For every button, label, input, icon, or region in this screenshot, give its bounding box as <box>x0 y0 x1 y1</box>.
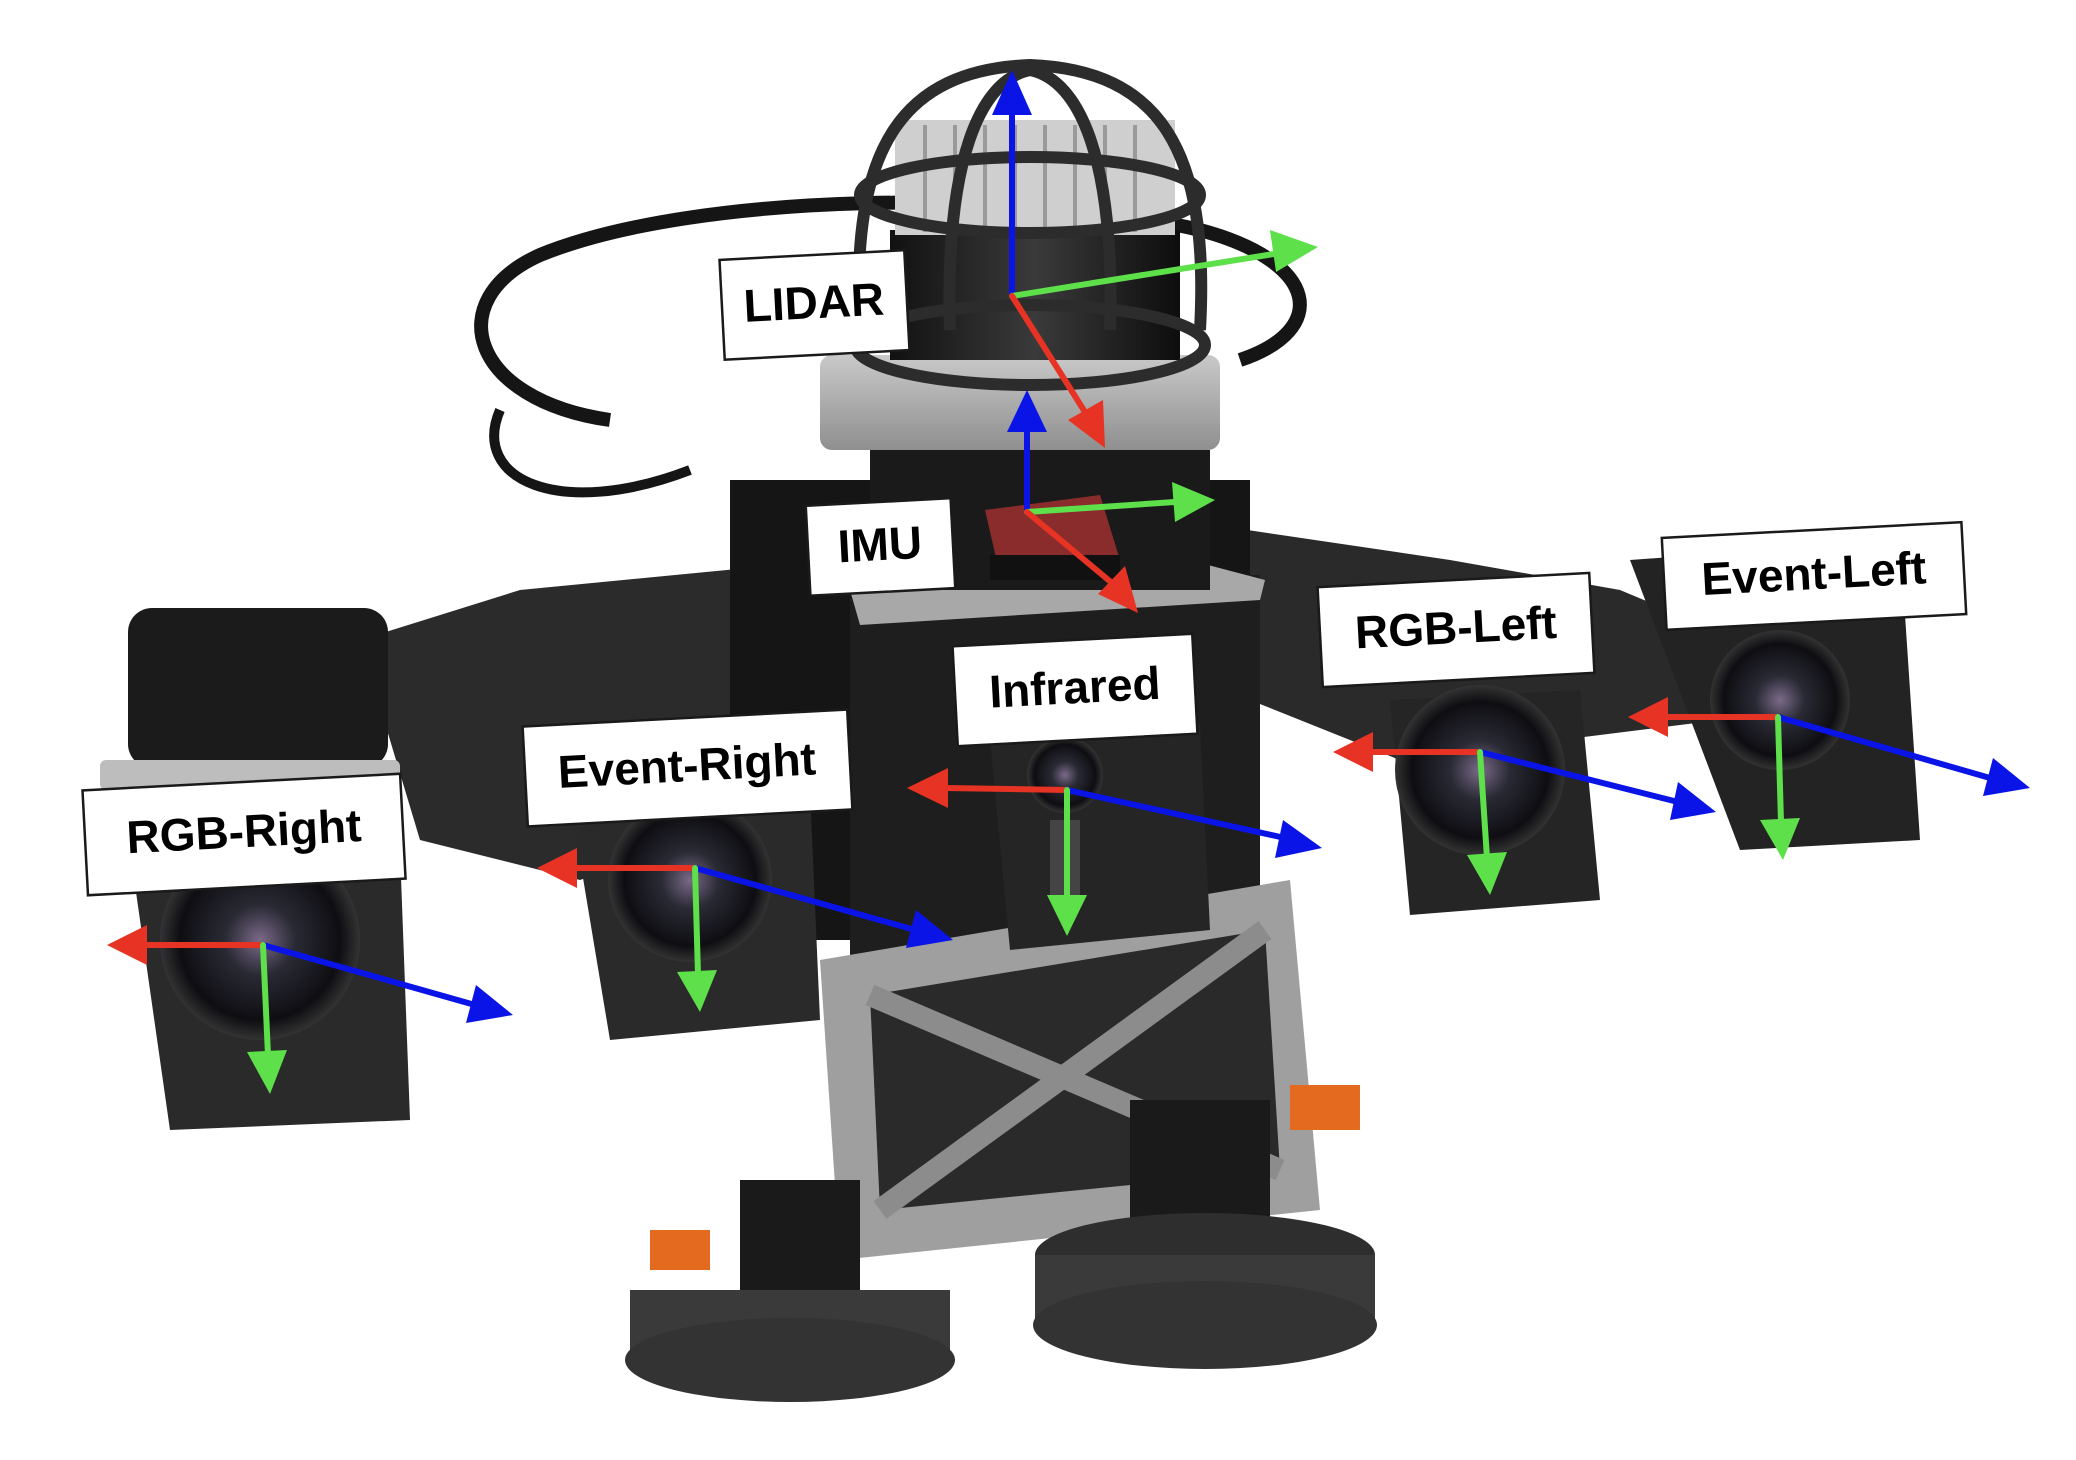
z-axis-arrowhead <box>992 70 1032 115</box>
label-event-left: Event-Left <box>1660 520 1968 632</box>
sensor-labels: LIDAR IMU Infrared RGB-Left Event-Left E… <box>81 248 1968 897</box>
label-infrared-text: Infrared <box>988 657 1162 718</box>
y-axis-arrow <box>692 865 701 978</box>
x-axis-arrow <box>1024 509 1121 591</box>
label-rgb-right-text: RGB-Right <box>125 799 362 863</box>
y-axis-arrow <box>1477 749 1490 861</box>
cable <box>474 195 1307 427</box>
x-axis-arrow <box>1009 293 1093 423</box>
label-event-right: Event-Right <box>521 708 854 828</box>
z-axis-arrow <box>260 942 478 1008</box>
y-axis-arrowhead <box>1172 482 1215 522</box>
z-axis-arrowhead <box>1670 782 1716 820</box>
label-rgb-left-text: RGB-Left <box>1354 596 1558 658</box>
y-axis-arrowhead <box>1467 852 1507 895</box>
event-right-frame <box>537 848 953 1012</box>
lidar-cage <box>849 58 1211 391</box>
suction-cup-left <box>1033 1085 1377 1369</box>
y-axis-arrow <box>1024 499 1178 515</box>
x-axis-arrowhead <box>907 768 948 808</box>
label-imu-text: IMU <box>836 516 923 572</box>
z-axis-arrow <box>692 865 918 933</box>
label-rgb-left: RGB-Left <box>1316 571 1596 689</box>
y-axis-arrowhead <box>1760 818 1800 860</box>
x-axis-arrowhead <box>1098 566 1138 613</box>
x-axis-arrowhead <box>537 848 577 888</box>
y-axis-arrowhead <box>677 970 717 1012</box>
label-event-left-text: Event-Left <box>1700 541 1927 605</box>
lidar-frame <box>992 70 1318 448</box>
x-axis-arrowhead <box>1628 697 1668 737</box>
z-axis-arrow <box>1477 749 1681 805</box>
x-axis-arrow <box>942 785 1070 793</box>
gps-antenna <box>128 608 388 768</box>
label-imu: IMU <box>804 496 957 598</box>
x-axis-arrowhead <box>1068 400 1105 448</box>
rgb-right-frame <box>107 925 513 1094</box>
cable <box>489 408 692 498</box>
z-axis-arrow <box>1064 787 1288 841</box>
y-axis-arrowhead <box>1270 230 1318 272</box>
label-infrared: Infrared <box>951 632 1199 748</box>
rgb-left-frame <box>1333 732 1716 895</box>
z-axis-arrowhead <box>1007 390 1047 432</box>
label-lidar: LIDAR <box>718 248 911 362</box>
y-axis-arrow <box>1775 714 1784 825</box>
z-axis-arrowhead <box>1275 820 1322 858</box>
y-axis-arrowhead <box>247 1050 287 1094</box>
y-axis-arrow <box>1009 250 1283 299</box>
suction-cup-right <box>625 1180 955 1402</box>
z-axis-arrow <box>1775 714 1993 781</box>
z-axis-arrowhead <box>906 910 953 948</box>
y-axis-arrow <box>260 942 271 1058</box>
y-axis-arrowhead <box>1047 895 1087 936</box>
z-axis-arrowhead <box>466 985 513 1023</box>
infrared-frame <box>907 768 1322 936</box>
label-lidar-text: LIDAR <box>742 273 885 332</box>
event-left-frame <box>1628 697 2030 860</box>
z-axis-arrowhead <box>1983 758 2030 796</box>
coordinate-frames <box>107 70 2030 1094</box>
label-rgb-right: RGB-Right <box>81 772 407 897</box>
x-axis-arrowhead <box>1333 732 1373 772</box>
imu-frame <box>1007 390 1215 613</box>
lidar-heatsink <box>895 120 1175 235</box>
x-axis-arrowhead <box>107 925 147 965</box>
infrared-camera-housing <box>990 725 1210 950</box>
